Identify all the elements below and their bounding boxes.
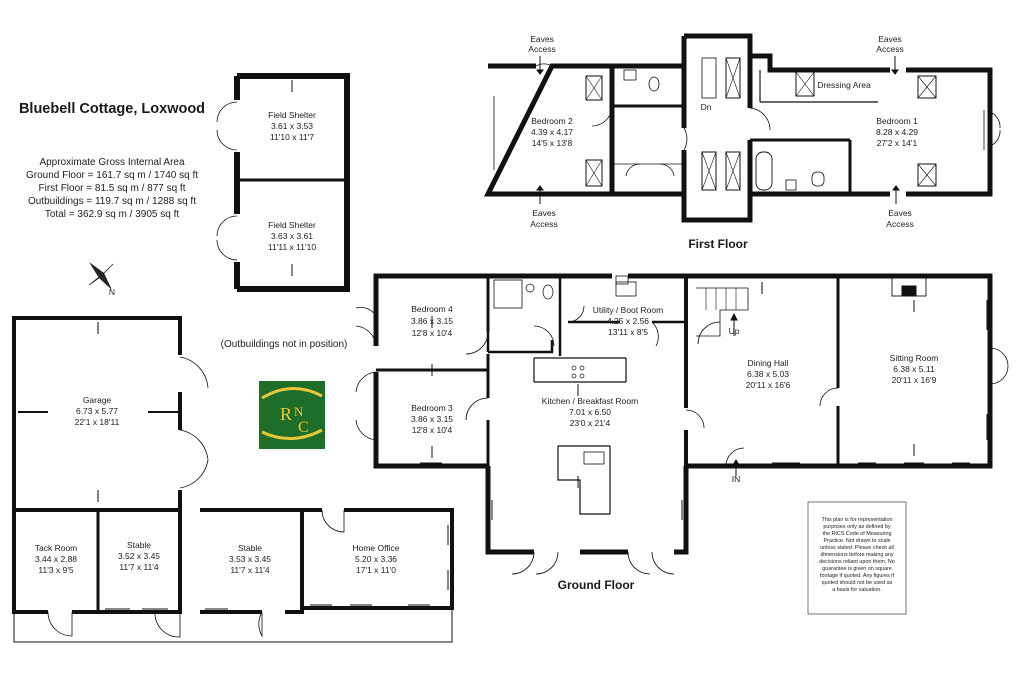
bedroom-1-name: Bedroom 1 (876, 116, 918, 126)
ground-floor-plan (97, 80, 1009, 575)
compass-icon (88, 262, 114, 290)
stairs-down-label: Dn (701, 102, 712, 112)
eaves-access-1-line2: Access (528, 44, 555, 54)
field-shelter-2-imperial: 11'11 x 11'10 (268, 242, 316, 252)
bedroom-3-metric: 3.86 x 3.15 (411, 414, 453, 424)
page-title: Bluebell Cottage, Loxwood (19, 101, 205, 117)
disclaimer-line: This plan is for representation (821, 517, 892, 523)
compass-north-label: N (109, 287, 115, 297)
disclaimer-line: dimensions before making any (820, 552, 893, 558)
area-total: Total = 362.9 sq m / 3905 sq ft (45, 209, 179, 220)
bedroom-4-imperial: 12'8 x 10'4 (412, 328, 453, 338)
eaves-access-4-line1: Eaves (888, 208, 912, 218)
field-shelter-2-name: Field Shelter (268, 220, 316, 230)
stable-1-metric: 3.52 x 3.45 (118, 551, 160, 561)
sitting-room-name: Sitting Room (890, 353, 939, 363)
disclaimer-line: a basis for valuation. (832, 587, 881, 593)
entrance-label: IN (732, 474, 741, 484)
disclaimer-line: purposes only as defined by (823, 524, 890, 530)
area-summary-heading: Approximate Gross Internal Area (39, 157, 185, 168)
home-office-metric: 5.20 x 3.36 (355, 554, 397, 564)
field-shelters (216, 73, 350, 292)
dressing-area-label: Dressing Area (817, 80, 871, 90)
eaves-access-3-line2: Access (530, 219, 557, 229)
bedroom-2-name: Bedroom 2 (531, 116, 573, 126)
bedroom-2-imperial: 14'5 x 13'8 (532, 138, 573, 148)
disclaimer-box: This plan is for representation purposes… (807, 501, 907, 615)
tack-room-imperial: 11'3 x 9'5 (38, 565, 73, 575)
bedroom-1-metric: 8.28 x 4.29 (876, 127, 918, 137)
dining-hall-metric: 6.38 x 5.03 (747, 369, 789, 379)
area-first-floor: First Floor = 81.5 sq m / 877 sq ft (38, 183, 185, 194)
garage-imperial: 22'1 x 18'11 (75, 417, 120, 427)
sitting-room-imperial: 20'11 x 16'9 (892, 375, 937, 385)
field-shelter-2-metric: 3.63 x 3.61 (271, 231, 313, 241)
area-ground-floor: Ground Floor = 161.7 sq m / 1740 sq ft (26, 170, 198, 181)
stairs-up-label: Up (729, 326, 740, 336)
stable-2-metric: 3.53 x 3.45 (229, 554, 271, 564)
garage-metric: 6.73 x 5.77 (76, 406, 118, 416)
kitchen-name: Kitchen / Breakfast Room (542, 396, 638, 406)
garage-name: Garage (83, 395, 112, 405)
eaves-access-4-line2: Access (886, 219, 913, 229)
stable-1-imperial: 11'7 x 11'4 (119, 562, 159, 572)
first-floor-plan (483, 33, 1001, 223)
disclaimer-line: guarantee is given on square (822, 566, 892, 572)
kitchen-imperial: 23'0 x 21'4 (570, 418, 611, 428)
bedroom-4-name: Bedroom 4 (411, 304, 453, 314)
bedroom-3-name: Bedroom 3 (411, 403, 453, 413)
logo-letter-c: C (298, 419, 309, 436)
field-shelter-1-name: Field Shelter (268, 110, 316, 120)
stable-2-name: Stable (238, 543, 262, 553)
eaves-access-2-line2: Access (876, 44, 903, 54)
field-shelter-1-metric: 3.61 x 3.53 (271, 121, 313, 131)
tack-room-name: Tack Room (35, 543, 78, 553)
eaves-access-3-line1: Eaves (532, 208, 556, 218)
bedroom-4-metric: 3.86 x 3.15 (411, 316, 453, 326)
disclaimer-line: the RICS Code of Measuring (823, 531, 892, 537)
eaves-access-1-line1: Eaves (530, 34, 554, 44)
home-office-imperial: 17'1 x 11'0 (356, 565, 396, 575)
bedroom-1-imperial: 27'2 x 14'1 (877, 138, 918, 148)
stable-1-name: Stable (127, 540, 151, 550)
dining-hall-name: Dining Hall (747, 358, 788, 368)
disclaimer-line: unless stated. Please check all (820, 545, 894, 551)
field-shelter-1-imperial: 11'10 x 11'7 (270, 132, 314, 142)
area-summary: Approximate Gross Internal Area Ground F… (26, 157, 198, 220)
rnc-logo: R N C (259, 381, 325, 449)
disclaimer-line: decisions reliant upon them. No (819, 559, 895, 565)
logo-letter-r: R (280, 404, 292, 424)
dining-hall-imperial: 20'11 x 16'6 (746, 380, 791, 390)
utility-room-name: Utility / Boot Room (593, 305, 663, 315)
bedroom-2-metric: 4.39 x 4.17 (531, 127, 573, 137)
kitchen-metric: 7.01 x 6.50 (569, 407, 611, 417)
tack-room-metric: 3.44 x 2.88 (35, 554, 77, 564)
stable-2-imperial: 11'7 x 11'4 (230, 565, 270, 575)
disclaimer-line: Practice. Not drawn to scale (823, 538, 890, 544)
ground-floor-title: Ground Floor (558, 578, 635, 592)
sitting-room-metric: 6.38 x 5.11 (893, 364, 935, 374)
disclaimer-line: footage if quoted. Any figures if (820, 573, 895, 579)
eaves-access-2-line1: Eaves (878, 34, 902, 44)
logo-letter-n: N (294, 404, 304, 419)
bedroom-3-imperial: 12'8 x 10'4 (412, 425, 453, 435)
utility-room-imperial: 13'11 x 8'5 (608, 327, 648, 337)
outbuildings-note: (Outbuildings not in position) (221, 339, 348, 350)
first-floor-title: First Floor (688, 237, 748, 251)
area-outbuildings: Outbuildings = 119.7 sq m / 1288 sq ft (28, 196, 196, 207)
home-office-name: Home Office (352, 543, 399, 553)
utility-room-metric: 4.25 x 2.56 (607, 316, 649, 326)
disclaimer-line: quoted should not be used as (822, 580, 893, 586)
garage-stables (12, 316, 454, 643)
